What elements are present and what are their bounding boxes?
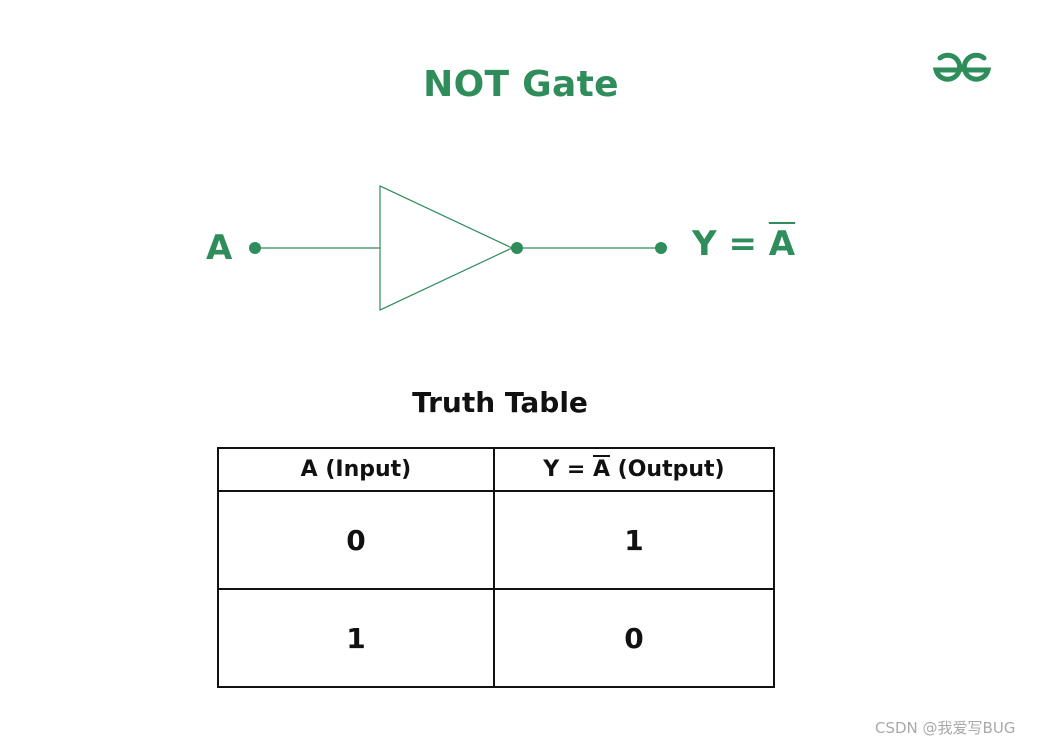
geeksforgeeks-logo-icon [932,52,992,82]
cell-output: 0 [492,588,776,688]
header-output-prefix: Y = [543,457,593,482]
watermark: CSDN @我爱写BUG [875,719,1016,737]
truth-table-header-row: A (Input) Y = A (Output) [217,447,776,492]
header-output-suffix: (Output) [610,457,725,482]
output-label: Y = A [692,224,795,264]
table-row: 0 1 [217,490,776,590]
not-gate-triangle [379,185,514,311]
cell-output: 1 [492,490,776,590]
table-row: 1 0 [217,588,776,688]
input-terminal [249,242,261,254]
cell-input: 0 [217,490,495,590]
input-label: A [206,228,233,268]
truth-table-title: Truth Table [412,386,588,419]
output-label-complement: A [768,224,796,264]
header-output-complement: A [592,457,610,482]
diagram-title: NOT Gate [423,64,619,105]
output-label-prefix: Y = [692,224,769,264]
cell-input: 1 [217,588,495,688]
output-terminal [655,242,667,254]
header-output: Y = A (Output) [492,447,776,492]
truth-table: A (Input) Y = A (Output) 0 1 1 0 [217,447,776,688]
header-input: A (Input) [217,447,495,492]
